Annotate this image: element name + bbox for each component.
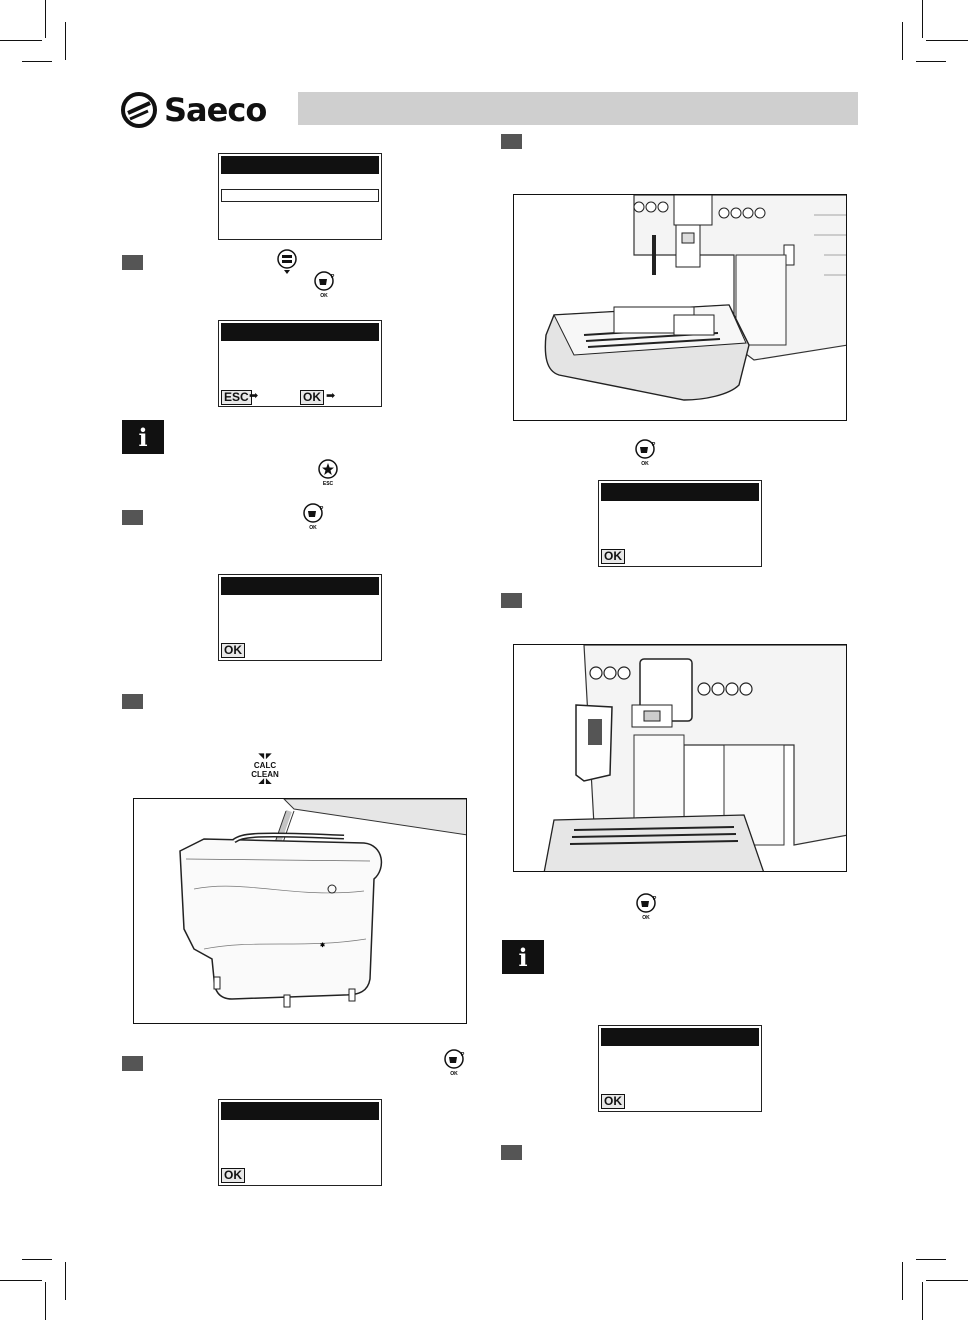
crop-mark xyxy=(902,22,903,60)
ok-caption: OK xyxy=(642,915,650,921)
arrow-icon: ➡ xyxy=(326,390,336,402)
star-esc-button-icon: ESC xyxy=(318,459,338,487)
svg-text:P: P xyxy=(461,1052,465,1058)
ok-key-tag: OK xyxy=(601,549,625,564)
lcd-display: ESC ➡ OK ➡ xyxy=(218,320,382,407)
lcd-title-bar xyxy=(601,483,759,501)
information-icon: i xyxy=(122,420,164,454)
cup-ok-button-icon: P OK xyxy=(314,271,335,299)
crop-mark xyxy=(926,40,968,41)
header-bar xyxy=(298,92,858,125)
step-marker xyxy=(122,1056,143,1071)
water-tank-figure: ✱ xyxy=(133,798,467,1024)
step-marker xyxy=(122,694,143,709)
step-marker xyxy=(501,1145,522,1160)
lcd-title-bar xyxy=(601,1028,759,1046)
esc-caption: ESC xyxy=(323,481,334,487)
crop-mark xyxy=(45,0,46,38)
crop-mark xyxy=(916,1259,946,1260)
crop-mark xyxy=(22,1259,52,1260)
svg-text:P: P xyxy=(652,442,656,448)
svg-text:P: P xyxy=(331,274,335,280)
step-marker xyxy=(501,134,522,149)
drip-tray-figure xyxy=(513,194,847,421)
lcd-title-bar xyxy=(221,577,379,595)
crop-mark xyxy=(0,40,42,41)
crop-mark xyxy=(916,61,946,62)
ok-caption: OK xyxy=(320,293,328,299)
ok-caption: OK xyxy=(450,1071,458,1077)
lcd-title-bar xyxy=(221,323,379,341)
arrow-icon: ➡ xyxy=(249,390,259,402)
water-tank-illustration: ✱ xyxy=(179,799,466,1008)
ok-key-tag: OK xyxy=(300,390,324,405)
machine-drip-tray-illustration xyxy=(544,195,846,401)
ok-key-tag: OK xyxy=(221,643,245,658)
lcd-title-bar xyxy=(221,1102,379,1120)
crop-mark xyxy=(0,1280,42,1281)
svg-text:P: P xyxy=(653,896,657,902)
ok-caption: OK xyxy=(641,461,649,467)
ok-key-tag: OK xyxy=(221,1168,245,1183)
calc-clean-indicator-icon: ◥ ◤ CALC CLEAN ◢ ◣ xyxy=(248,752,282,785)
lcd-display: OK xyxy=(218,574,382,661)
menu-scroll-button-icon xyxy=(277,249,297,274)
cup-ok-button-icon: P OK xyxy=(636,893,657,921)
crop-mark xyxy=(65,22,66,60)
crop-mark xyxy=(922,0,923,38)
cup-ok-button-icon: P OK xyxy=(303,503,324,531)
svg-text:✱: ✱ xyxy=(320,942,325,949)
machine-front-illustration xyxy=(543,645,846,871)
clean-label: CLEAN xyxy=(251,770,279,779)
lcd-display: OK xyxy=(598,1025,762,1112)
crop-mark xyxy=(65,1262,66,1300)
lcd-display: OK xyxy=(218,1099,382,1186)
esc-key-tag: ESC xyxy=(221,390,252,405)
lcd-display: OK xyxy=(598,480,762,567)
ok-key-tag: OK xyxy=(601,1094,625,1109)
svg-text:P: P xyxy=(320,506,324,512)
lcd-title-bar xyxy=(221,156,379,174)
information-icon: i xyxy=(502,940,544,974)
calc-label: CALC xyxy=(253,761,277,770)
machine-front-figure xyxy=(513,644,847,872)
crop-mark xyxy=(926,1280,968,1281)
crop-mark xyxy=(45,1282,46,1320)
lcd-display xyxy=(218,153,382,240)
ok-caption: OK xyxy=(309,525,317,531)
saeco-swirl-logo-icon xyxy=(121,92,157,128)
step-marker xyxy=(122,510,143,525)
lcd-selected-row xyxy=(221,189,379,202)
brand-name: Saeco xyxy=(164,91,267,129)
step-marker xyxy=(122,255,143,270)
cup-ok-button-icon: P OK xyxy=(635,439,656,467)
crop-mark xyxy=(22,61,52,62)
crop-mark xyxy=(902,1262,903,1300)
brand-logo: Saeco xyxy=(120,90,292,130)
step-marker xyxy=(501,593,522,608)
cup-ok-button-icon: P OK xyxy=(444,1049,465,1077)
crop-mark xyxy=(922,1282,923,1320)
